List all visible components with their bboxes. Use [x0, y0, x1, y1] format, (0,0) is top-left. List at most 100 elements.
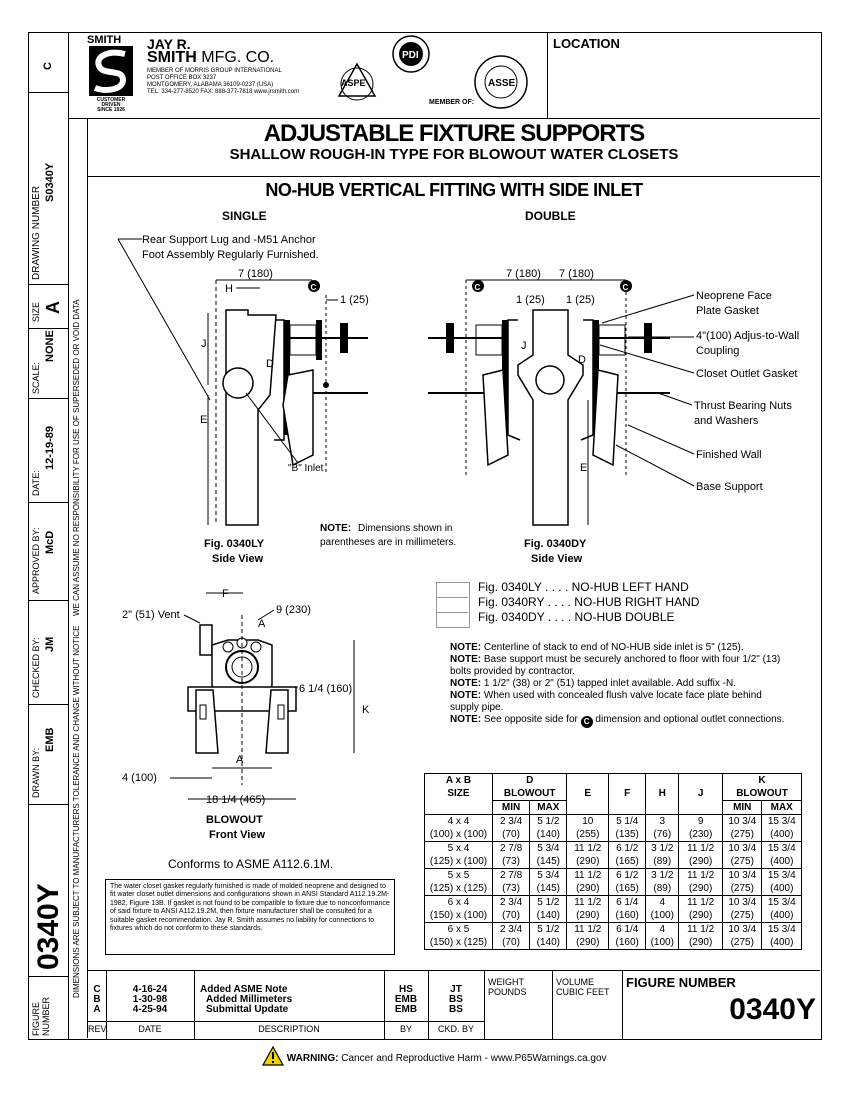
dim-double-7b: 7 (180) [559, 268, 594, 280]
table-cell: 5 x 4(125) x (100) [424, 840, 493, 869]
note-1: NOTE: Centerline of stack to end of NO-H… [450, 642, 744, 653]
rev-desc-a: Submittal Update [206, 1004, 289, 1015]
c-marker-icon: C [580, 716, 593, 728]
rev-date-c: 4-16-24 [132, 984, 168, 995]
dim-single-7: 7 (180) [238, 268, 273, 280]
page-title: ADJUSTABLE FIXTURE SUPPORTS [263, 120, 646, 147]
rev-c: C [93, 984, 101, 995]
dim-a-bottom: A [236, 754, 244, 766]
table-cell: 5 1/2(140) [529, 813, 568, 842]
figure-number-label: FIGURE NUMBER [626, 975, 736, 990]
c-marker-double-right: C [623, 283, 629, 292]
address-4: TEL: 334-277-8520 FAX: 888-377-7818 www.… [147, 89, 300, 95]
gasket-note-box: The water closet gasket regularly furnis… [105, 879, 395, 955]
weight-unit: POUNDS [488, 987, 527, 997]
dim-double-7a: 7 (180) [506, 268, 541, 280]
disclaimer-1: WE CAN ASSUME NO RESPONSIBILITY FOR USE … [72, 299, 81, 617]
sidebar-drawn: EMB [44, 727, 56, 752]
dim-double-d: D [578, 354, 586, 366]
col-rev-label: REV. [88, 1024, 109, 1034]
fig-front-caption: BLOWOUT [206, 814, 263, 826]
warning-triangle-icon [261, 1045, 285, 1066]
note-5: NOTE: See opposite side for C dimension … [450, 714, 785, 728]
table-cell: 2 3/4(70) [491, 921, 531, 950]
col-desc-label: DESCRIPTION [258, 1024, 320, 1034]
table-cell: 15 3/4(400) [761, 921, 802, 950]
table-cell: 5 1/2(140) [529, 894, 568, 923]
sidebar-checked: JM [44, 636, 56, 652]
sidebar-rev: C [42, 62, 54, 70]
dim-single-d: D [266, 358, 274, 370]
table-row: 4 x 4(100) x (100)2 3/4(70)5 1/2(140)10(… [424, 813, 802, 842]
c-marker-double-left: C [475, 283, 481, 292]
table-cell: 2 3/4(70) [491, 894, 531, 923]
smith-logo-icon [89, 46, 133, 96]
sidebar-date-label: DATE: [31, 470, 41, 496]
tagline-1: CUSTOMER [96, 97, 126, 103]
pdi-logo-icon: PDI [392, 35, 430, 73]
table-cell: 6 x 4(150) x (100) [424, 894, 493, 923]
table-cell: 6 1/2(165) [608, 840, 647, 869]
dim-a-top: A [258, 618, 266, 630]
double-label: DOUBLE [525, 209, 576, 223]
aspe-logo-icon: ASPE [337, 62, 377, 101]
sidebar-checked-label: CHECKED BY: [31, 637, 41, 698]
dim-single-j: J [201, 338, 207, 350]
table-cell: 11 1/2(290) [566, 840, 610, 869]
callout-rear-support: Rear Support Lug and -M51 Anchor [142, 234, 316, 246]
dim-f: F [222, 588, 229, 600]
rev-a: A [93, 1004, 101, 1015]
address-1: MEMBER OF MORRIS GROUP INTERNATIONAL [147, 68, 282, 74]
dim-vent: 2" (51) Vent [122, 609, 180, 621]
figure-list-item: Fig. 0340DY . . . . NO-HUB DOUBLE [478, 610, 675, 624]
callout-neoprene: Neoprene Face [696, 290, 772, 302]
warning-line: WARNING: Cancer and Reproductive Harm - … [261, 1045, 607, 1066]
table-cell: 2 3/4(70) [491, 813, 531, 842]
aspe-logo-text: ASPE [341, 78, 366, 88]
section-title: NO-HUB VERTICAL FITTING WITH SIDE INLET [265, 180, 643, 200]
side-view-drawings: Rear Support Lug and -M51 Anchor Foot As… [117, 234, 799, 565]
notes-block: NOTE: Centerline of stack to end of NO-H… [450, 642, 790, 728]
location-label: LOCATION [553, 36, 620, 51]
sidebar-date: 12-19-89 [44, 425, 56, 470]
sidebar-figure-number-label: FIGURE NUMBER [31, 996, 51, 1036]
note-4: NOTE: When used with concealed flush val… [450, 690, 762, 713]
warning-text: Cancer and Reproductive Harm - www.P65Wa… [341, 1053, 607, 1064]
weight-label: WEIGHT [488, 977, 524, 987]
fig-double-sub: Side View [531, 553, 583, 565]
mm-note-2: parentheses are in millimeters. [320, 537, 456, 548]
col-date-label: DATE [138, 1024, 162, 1034]
col-ckd-label: CKD. BY [437, 1024, 474, 1034]
sidebar-drawn-label: DRAWN BY: [31, 747, 41, 798]
sidebar-scale-label: SCALE: [31, 361, 41, 394]
table-row: 5 x 4(125) x (100)2 7/8(73)5 3/4(145)11 … [424, 840, 802, 869]
title-block: ADJUSTABLE FIXTURE SUPPORTS SHALLOW ROUG… [88, 118, 820, 177]
table-row: 6 x 4(150) x (100)2 3/4(70)5 1/2(140) 11 … [424, 894, 802, 923]
dim-614: 6 1/4 (160) [299, 683, 352, 695]
dim-double-1b: 1 (25) [566, 294, 595, 306]
revision-block: C B A 4-16-24 1-30-98 4-25-94 Added ASME… [88, 970, 820, 1039]
table-cell: 4(100) [645, 921, 680, 950]
double-side-view: 7 (180) 7 (180) C C 1 (25) 1 (25) J D E [428, 268, 670, 526]
table-cell: 9(230) [678, 813, 724, 842]
table-cell: 6 1/2(165) [608, 867, 647, 896]
conforms-note: Conforms to ASME A112.6.1M. [168, 857, 334, 871]
table-cell: 11 1/2(290) [678, 894, 724, 923]
disclaimer-2: DIMENSIONS ARE SUBJECT TO MANUFACTURERS … [72, 625, 81, 999]
rev-b: B [93, 994, 101, 1005]
table-cell: 6 1/4(160) [608, 921, 647, 950]
table-cell: 5 3/4(145) [529, 840, 568, 869]
sidebar-scale: NONE [44, 330, 56, 362]
drawing-frame [28, 32, 822, 1040]
callout-thrust: Thrust Bearing Nuts [694, 400, 792, 412]
dim-single-1: 1 (25) [340, 294, 369, 306]
callout-b-inlet: "B" Inlet [288, 463, 324, 474]
company-name-1: JAY R. [147, 36, 191, 52]
sidebar-approved-label: APPROVED BY: [31, 527, 41, 594]
sidebar: C DRAWING NUMBER S0340Y SIZE A SCALE: NO… [28, 32, 69, 1040]
table-cell: 15 3/4(400) [761, 840, 802, 869]
rev-date-b: 1-30-98 [132, 994, 168, 1005]
table-cell: 4(100) [645, 894, 680, 923]
dim-double-j: J [521, 340, 527, 352]
